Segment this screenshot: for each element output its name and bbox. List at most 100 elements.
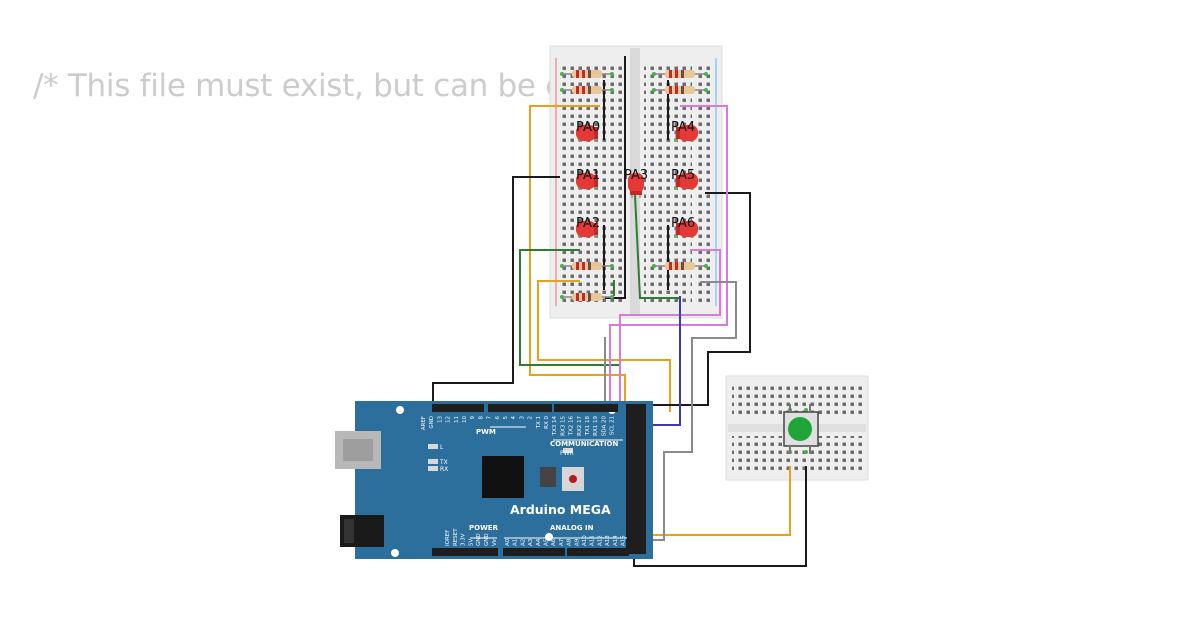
pin-label: A9 (574, 538, 580, 546)
pin-label: TX2 16 (569, 416, 575, 437)
push-button (783, 404, 819, 454)
header-top-1 (432, 404, 484, 412)
led-pa4 (675, 125, 698, 142)
led-label-pa5: PA5 (671, 168, 695, 183)
pin-label: A15 (621, 535, 627, 546)
led-label-pa1: PA1 (576, 168, 600, 183)
resistor-1 (562, 70, 612, 78)
tx-label: TX (439, 459, 448, 466)
pwr-label: PWR (560, 450, 574, 457)
pin-label: A14 (613, 535, 619, 546)
pin-label: 6 (495, 416, 501, 420)
led-pa3 (628, 173, 644, 198)
analog-in-label: ANALOG IN (550, 524, 594, 532)
resistor-5 (654, 70, 706, 78)
pin-label: RX1 19 (593, 416, 599, 436)
pin-label: A3 (528, 538, 534, 546)
pin-label: GND (484, 533, 490, 546)
leds (576, 125, 698, 238)
wire-black-button (633, 466, 807, 567)
pin-label: AREF (421, 416, 427, 430)
l-label: L (440, 444, 444, 451)
pin-label: 2 (528, 416, 534, 420)
resistor-3 (562, 262, 612, 270)
led-pa0 (576, 125, 598, 142)
pin-label: TX3 14 (552, 416, 558, 437)
pin-label: RESET (453, 528, 459, 546)
led-label-pa4: PA4 (671, 120, 695, 135)
pin-label: 4 (511, 416, 517, 420)
pin-label: GND (476, 533, 482, 546)
pin-label: A6 (551, 538, 557, 546)
resistor-2 (562, 86, 612, 94)
resistor-4 (562, 293, 612, 301)
header-analog-2 (567, 548, 629, 556)
pin-label: 12 (446, 416, 452, 423)
pin-label: Vin (492, 537, 498, 546)
pin-label: IOREF (445, 530, 451, 546)
pin-label: GND (429, 416, 435, 429)
header-top-3 (554, 404, 618, 412)
pin-label: 11 (454, 416, 460, 423)
pin-label: A2 (520, 539, 526, 546)
led-pa1 (576, 173, 598, 190)
wire-black-pa5 (645, 192, 751, 406)
resistor-6 (654, 86, 706, 94)
pin-label: 8 (478, 416, 484, 420)
pin-label: 5V (468, 539, 474, 546)
wire-blue (645, 296, 681, 426)
wire-green-pa3 (634, 194, 680, 299)
icsp-header (540, 467, 556, 487)
wire-gray (645, 281, 737, 541)
pin-label: A4 (536, 538, 542, 546)
microcontroller-chip (482, 456, 524, 498)
breadboard-power-rail-right (698, 62, 714, 302)
pin-label: 10 (462, 416, 468, 423)
header-right-digital (626, 404, 646, 554)
led-label-pa3: PA3 (624, 168, 648, 183)
header-top-2 (488, 404, 552, 412)
pin-label: A8 (567, 538, 573, 546)
pin-label: A0 (505, 538, 511, 546)
pin-label: 5 (503, 416, 509, 420)
header-power (432, 548, 498, 556)
pin-label: RX 0 (544, 416, 550, 429)
wire-violet-pa6 (619, 249, 721, 422)
pin-label: SDA 20 (601, 416, 607, 437)
led-pa5 (675, 173, 698, 190)
wire-orange-pa2 (537, 280, 671, 412)
pin-label: A7 (559, 538, 565, 546)
pin-label: 13 (437, 416, 443, 423)
pin-label: A13 (605, 535, 611, 546)
pin-label: 7 (487, 416, 493, 420)
pin-label: 9 (470, 416, 476, 420)
header-analog-1 (503, 548, 565, 556)
breadboard-power-rail-left (558, 62, 574, 302)
pin-label: A10 (582, 535, 588, 546)
pin-label: TX1 18 (585, 416, 591, 437)
pin-label: RX2 17 (577, 416, 583, 436)
pwm-label: PWM (476, 428, 496, 436)
pin-label: TX 1 (536, 416, 542, 429)
communication-label: COMMUNICATION (550, 440, 619, 448)
pin-label: A5 (544, 538, 550, 546)
pin-label: 3.3V (461, 533, 467, 546)
led-label-pa6: PA6 (671, 216, 695, 231)
pin-label: 3 (519, 416, 525, 420)
wire-orange-pa0 (529, 105, 626, 410)
resistors (562, 70, 706, 301)
push-button-cap (788, 417, 812, 441)
pin-label: A11 (590, 535, 596, 546)
led-label-pa2: PA2 (576, 216, 600, 231)
rx-label: RX (440, 466, 448, 473)
pin-label: A12 (597, 535, 603, 546)
led-pa6 (675, 221, 698, 238)
board-name-label: Arduino MEGA (510, 502, 611, 517)
wire-black-gnd (432, 176, 560, 408)
led-label-pa0: PA0 (576, 120, 600, 135)
wire-violet-pa4 (609, 105, 728, 412)
